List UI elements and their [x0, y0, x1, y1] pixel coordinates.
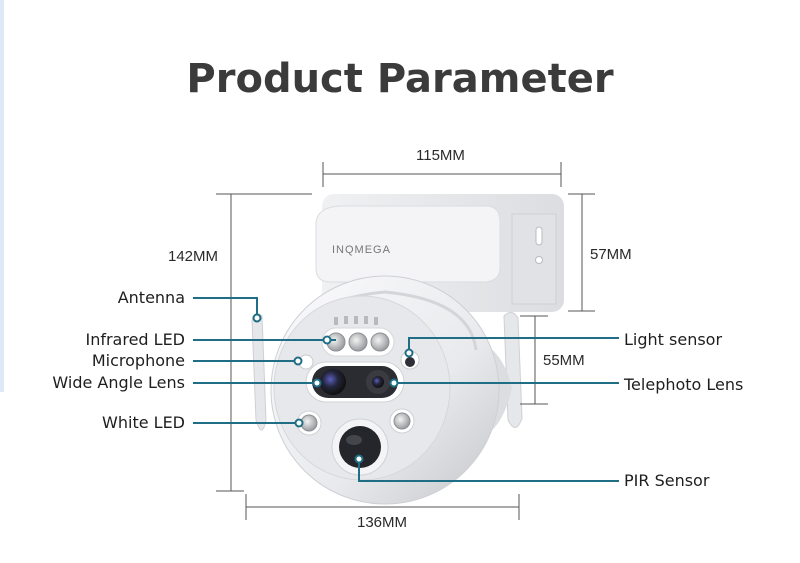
dim-width-top: 115MM — [416, 147, 465, 164]
callout-antenna: Antenna — [117, 288, 185, 307]
callout-microphone: Microphone — [91, 351, 185, 370]
callout-dots — [252, 313, 414, 464]
dim-height-total: 142MM — [168, 248, 219, 265]
page-title: Product Parameter — [186, 56, 614, 102]
callout-white-led: White LED — [102, 413, 185, 432]
callout-infrared-led: Infrared LED — [85, 330, 185, 349]
callout-light-sensor: Light sensor — [624, 330, 723, 349]
callout-wide-angle-lens: Wide Angle Lens — [52, 373, 185, 392]
callout-telephoto-lens: Telephoto Lens — [624, 375, 744, 394]
brand-logo: INQMEGA — [332, 244, 391, 256]
callout-pir-sensor: PIR Sensor — [624, 471, 710, 490]
left-edge-accent — [0, 0, 4, 392]
dim-mount-height: 57MM — [590, 246, 632, 263]
dim-ball-section: 55MM — [543, 352, 585, 369]
dim-width-bottom: 136MM — [357, 514, 408, 531]
dimension-lines — [216, 162, 595, 520]
